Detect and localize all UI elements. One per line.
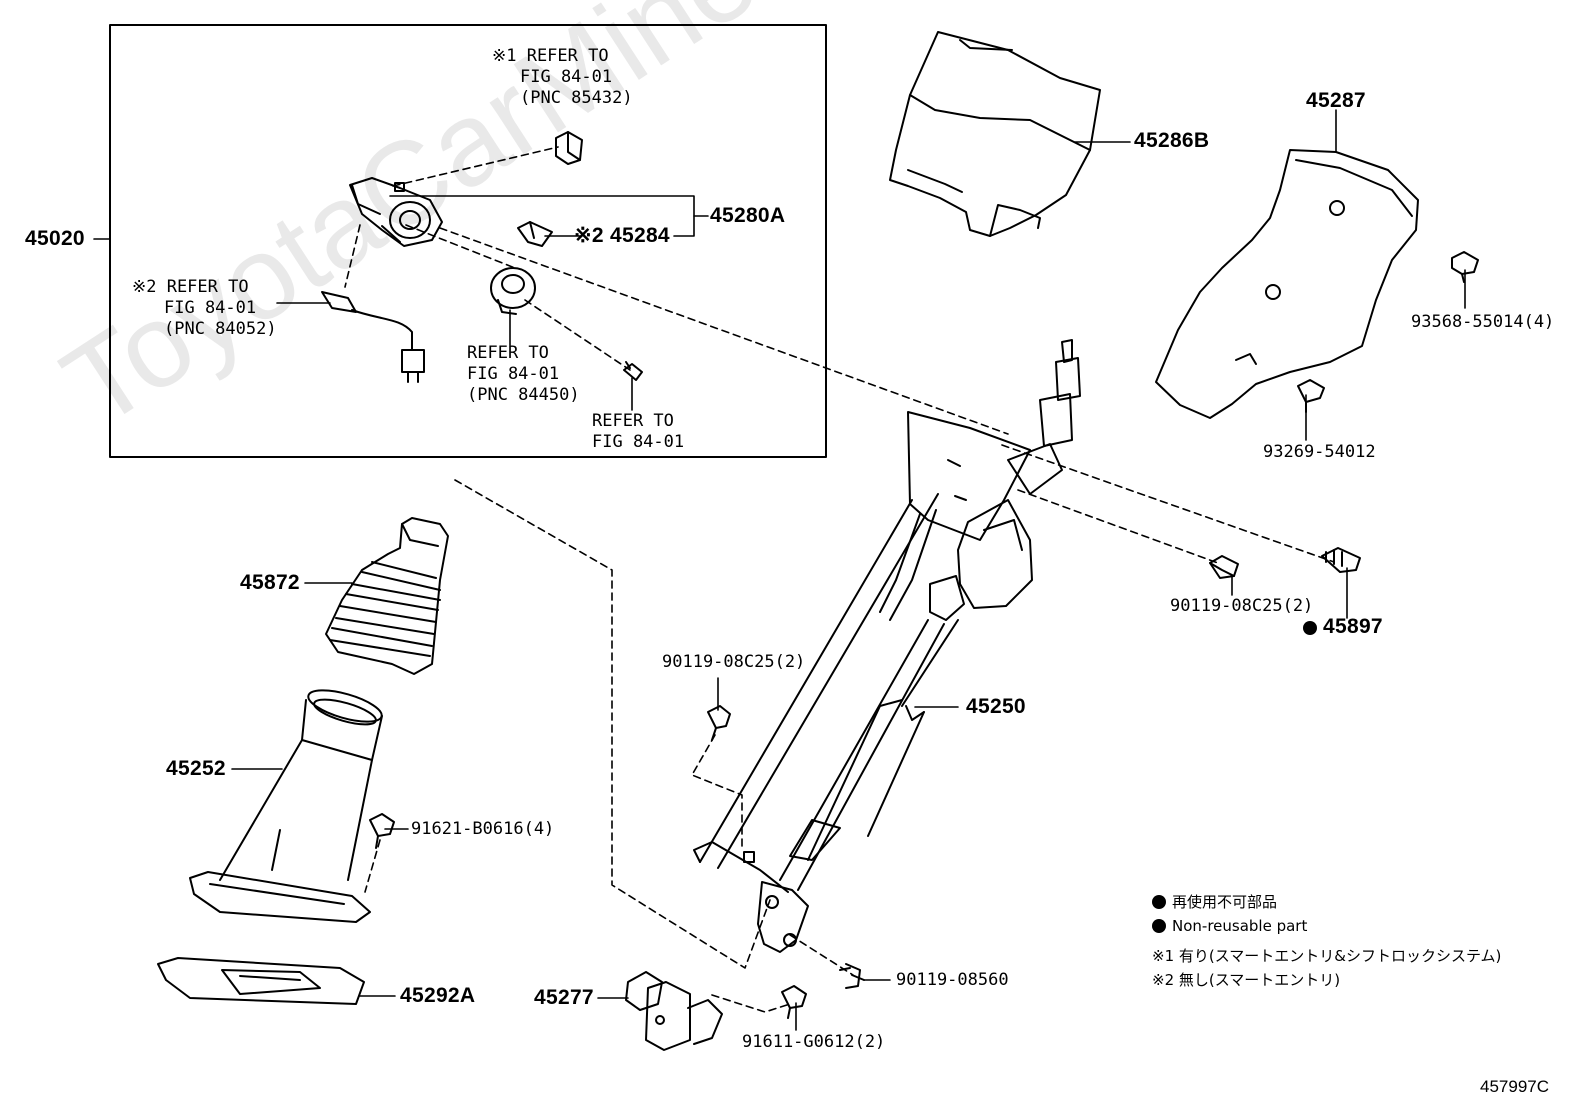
pnc84450-transponder xyxy=(490,267,536,315)
ref-fig84-01-line2: FIG 84-01 xyxy=(592,432,685,452)
label-45897-text: 45897 xyxy=(1323,615,1383,638)
bolt-93269 xyxy=(1297,379,1325,413)
legend-dot-en xyxy=(1152,919,1166,933)
key-cylinder-assembly xyxy=(349,177,443,247)
pnc85432-part xyxy=(555,131,583,165)
ref-pnc84052-line2: FIG 84-01 xyxy=(164,298,257,318)
label-91621: 91621-B0616(4) xyxy=(411,819,555,839)
pnc84052-harness xyxy=(321,291,425,383)
label-45872: 45872 xyxy=(240,571,300,594)
ref-pnc85432-line1: ※1 REFER TO xyxy=(492,46,609,66)
label-93568: 93568-55014(4) xyxy=(1411,312,1555,332)
screw-84-01 xyxy=(623,361,643,381)
legend-row-ja: 再使用不可部品 xyxy=(1152,890,1501,914)
label-93269: 93269-54012 xyxy=(1263,442,1376,462)
legend-non-reusable-en: Non-reusable part xyxy=(1172,917,1308,935)
diagram-id: 457997C xyxy=(1480,1077,1550,1096)
label-45284: ※2 45284 xyxy=(574,224,670,247)
ref-pnc84052: ※2 REFER TO FIG 84-01 (PNC 84052) xyxy=(132,277,277,340)
label-45897: 45897 xyxy=(1303,616,1383,637)
ref-pnc85432: ※1 REFER TO FIG 84-01 (PNC 85432) xyxy=(492,46,633,109)
bolt-93568 xyxy=(1451,251,1479,283)
ref-pnc84052-line1: ※2 REFER TO xyxy=(132,277,249,297)
dust-boot-45872 xyxy=(325,517,449,675)
label-45252: 45252 xyxy=(166,757,226,780)
column-cover-45286B xyxy=(889,31,1101,237)
bolt-91611 xyxy=(781,985,807,1019)
leader-lines xyxy=(93,109,1466,1031)
label-45277: 45277 xyxy=(534,986,594,1009)
ref-pnc84450-line2: FIG 84-01 xyxy=(467,364,560,384)
label-45280A: 45280A xyxy=(710,204,786,227)
label-90119-08560: 90119-08560 xyxy=(896,970,1009,990)
label-45020: 45020 xyxy=(25,227,85,250)
label-90119-upper: 90119-08C25(2) xyxy=(1170,596,1314,616)
ref-pnc84450-line3: (PNC 84450) xyxy=(467,385,580,405)
column-cover-45287 xyxy=(1155,149,1419,419)
part-45284-key-interlock xyxy=(517,221,553,247)
bolt-90119-upper xyxy=(1209,555,1239,579)
ref-fig84-01-line1: REFER TO xyxy=(592,411,674,431)
label-45286B: 45286B xyxy=(1134,129,1210,152)
ref-pnc85432-line3: (PNC 85432) xyxy=(520,88,633,108)
steering-column-45250 xyxy=(693,339,1081,953)
assembly-dashed-lines xyxy=(344,146,1335,1013)
inset-frame xyxy=(109,24,827,458)
hole-cover-45252 xyxy=(189,689,383,923)
ref-fig84-01: REFER TO FIG 84-01 xyxy=(592,411,684,453)
label-45250: 45250 xyxy=(966,695,1026,718)
legend-note2: ※2 無し(スマートエントリ) xyxy=(1152,971,1341,989)
non-reusable-dot xyxy=(1303,621,1317,635)
bolt-45897 xyxy=(1321,547,1361,573)
bolt-90119-08560 xyxy=(839,963,865,989)
label-90119-lower: 90119-08C25(2) xyxy=(662,652,806,672)
legend: 再使用不可部品 Non-reusable part ※1 有り(スマートエントリ… xyxy=(1152,890,1501,992)
legend-note1: ※1 有り(スマートエントリ&シフトロックシステム) xyxy=(1152,947,1502,965)
legend-non-reusable-ja: 再使用不可部品 xyxy=(1172,893,1278,911)
label-45287: 45287 xyxy=(1306,89,1366,112)
bolt-90119-lower xyxy=(707,705,731,741)
label-45292A: 45292A xyxy=(400,984,476,1007)
legend-row-en: Non-reusable part xyxy=(1152,914,1501,938)
floor-seal-45292A xyxy=(157,957,365,1005)
ref-pnc84450: REFER TO FIG 84-01 (PNC 84450) xyxy=(467,343,580,406)
legend-dot-ja xyxy=(1152,895,1166,909)
ref-pnc84052-line3: (PNC 84052) xyxy=(164,319,277,339)
bolt-91621 xyxy=(369,813,395,849)
bracket-45277 xyxy=(625,971,723,1051)
ref-pnc84450-line1: REFER TO xyxy=(467,343,549,363)
ref-pnc85432-line2: FIG 84-01 xyxy=(520,67,613,87)
label-91611: 91611-G0612(2) xyxy=(742,1032,886,1052)
